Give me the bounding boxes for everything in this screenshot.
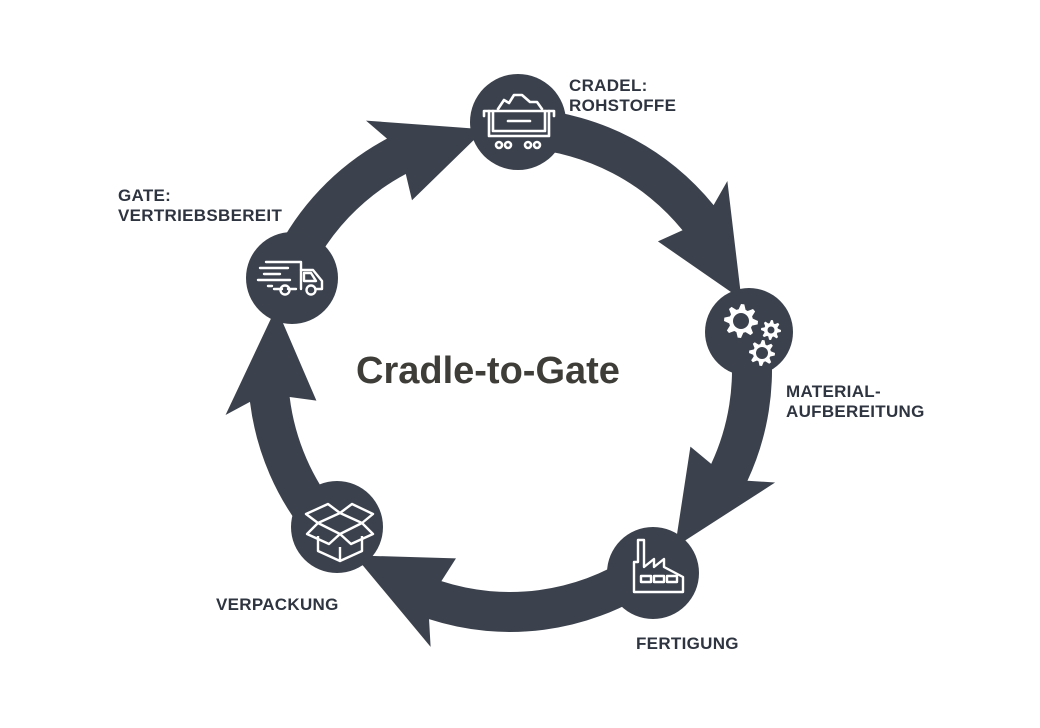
stage-label-rohstoffe: CRADEL: ROHSTOFFE <box>569 76 676 116</box>
flow-arrow-verpackung <box>225 307 340 539</box>
delivery-truck-icon <box>256 260 324 296</box>
diagram-title: Cradle-to-Gate <box>356 350 620 392</box>
stage-node-fertigung <box>607 527 699 619</box>
label-line: VERPACKUNG <box>216 595 339 614</box>
gear-icon <box>761 320 781 340</box>
node-circle <box>607 527 699 619</box>
label-line: FERTIGUNG <box>636 634 739 653</box>
label-line: AUFBEREITUNG <box>786 402 925 421</box>
flow-arrow-materialaufbereitung <box>675 338 776 547</box>
stage-node-vertriebsbereit <box>246 232 338 324</box>
node-circle <box>291 481 383 573</box>
open-box-icon <box>304 502 375 563</box>
stage-label-vertriebsbereit: GATE: VERTRIEBSBEREIT <box>118 186 282 226</box>
stage-node-materialaufbereitung <box>705 288 793 376</box>
label-line: GATE: <box>118 186 172 205</box>
gears-icon <box>724 304 781 366</box>
stage-label-verpackung: VERPACKUNG <box>216 595 339 615</box>
node-circle <box>246 232 338 324</box>
mine-cart-icon <box>482 93 556 150</box>
flow-arrow-fertigung <box>354 555 653 647</box>
factory-icon <box>632 538 685 594</box>
cycle-arrows <box>225 108 776 647</box>
label-line: CRADEL: <box>569 76 648 95</box>
label-line: VERTRIEBSBEREIT <box>118 206 283 225</box>
stage-nodes <box>246 74 793 619</box>
label-line: ROHSTOFFE <box>569 96 677 115</box>
gear-icon <box>749 340 775 366</box>
flow-arrow-vertriebsbereit <box>272 120 485 277</box>
flow-arrow-rohstoffe <box>525 108 742 300</box>
stage-node-rohstoffe <box>470 74 566 170</box>
stage-label-fertigung: FERTIGUNG <box>636 634 739 654</box>
stage-node-verpackung <box>291 481 383 573</box>
gear-icon <box>724 304 758 338</box>
label-line: MATERIAL- <box>786 382 881 401</box>
stage-label-materialaufbereitung: MATERIAL- AUFBEREITUNG <box>786 382 925 422</box>
